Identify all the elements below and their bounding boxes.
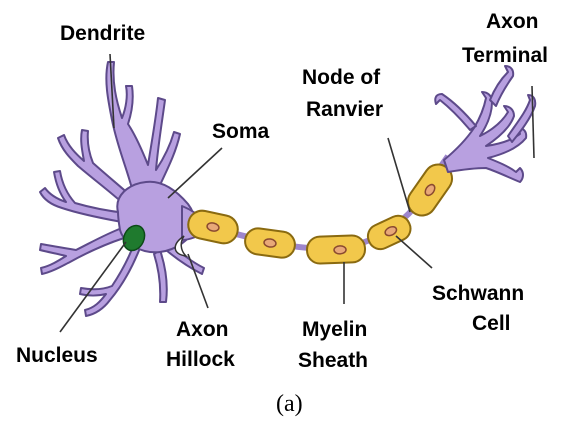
dendrite-bottom <box>154 250 167 302</box>
label-axon-hillock-line1: Axon <box>176 318 229 341</box>
label-node-of-ranvier-line2: Ranvier <box>306 98 383 121</box>
dendrite-left-lower <box>40 228 124 274</box>
label-axon-terminal-line2: Terminal <box>462 44 548 67</box>
label-dendrite: Dendrite <box>60 22 145 45</box>
dendrites <box>40 62 204 316</box>
myelin-segment-2 <box>243 227 296 260</box>
label-schwann-cell-line1: Schwann <box>432 282 524 305</box>
label-axon-hillock-line2: Hillock <box>166 348 235 371</box>
axon-terminal-upper <box>435 94 476 130</box>
figure-caption: (a) <box>276 391 303 417</box>
myelin-segment-3 <box>307 235 366 264</box>
label-myelin-sheath-line2: Sheath <box>298 349 368 372</box>
label-myelin-sheath-line1: Myelin <box>302 318 367 341</box>
label-axon-terminal-line1: Axon <box>486 10 539 33</box>
dendrite-far-left <box>40 171 126 222</box>
axon-terminals <box>435 66 535 182</box>
dendrite-lower <box>80 244 140 316</box>
label-schwann-cell-line2: Cell <box>472 312 511 335</box>
label-nucleus: Nucleus <box>16 344 98 367</box>
myelin-segments <box>186 159 458 264</box>
label-node-of-ranvier-line1: Node of <box>302 66 381 89</box>
myelin-segment-1 <box>186 208 241 246</box>
dendrite-upper <box>106 62 180 200</box>
label-soma: Soma <box>212 120 270 143</box>
axon-terminal-top <box>490 66 513 106</box>
